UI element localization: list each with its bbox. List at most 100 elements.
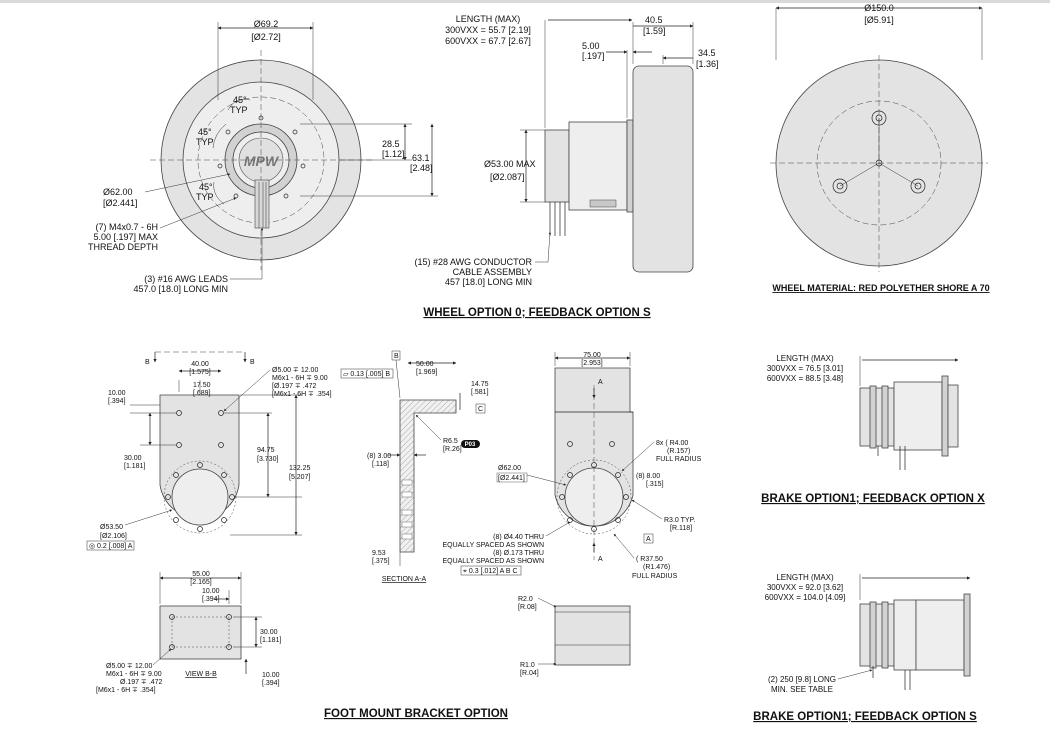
dim-label: 600VXX = 104.0 [4.09] [765,593,846,602]
dim-label: 75.00 [583,352,601,359]
mount-hole [292,129,298,135]
dim-label: [R.04] [520,670,539,677]
dim-label: [Ø2.441] [498,475,525,482]
lead-bundle [254,179,270,229]
dim-label: 40.5 [645,15,663,25]
radius-callout: R3.0 TYP. [664,517,695,524]
dim-label: LENGTH (MAX) [456,14,521,24]
dim-label: Ø62.00 [498,465,521,472]
datum-label: B [394,353,399,360]
dim-label: 30.00 [260,629,278,636]
section-a-a: B ⏥ 0.13 [.005] B 50.00 [1.969] 14.75 [.… [340,350,489,583]
hole-callout: Ø.197 ∓ .472 [120,679,163,686]
dim-label: 28.5 [382,139,400,149]
dim-label: [1.59] [643,26,666,36]
dim-label: 40.00 [191,361,209,368]
dim-label: [2.165] [190,579,211,586]
radius-callout: 8x ( R4.00 [656,440,688,447]
dim-label: [Ø2.72] [251,32,281,42]
bracket-bore [171,468,229,526]
hub-flange [626,119,634,213]
dim-label: LENGTH (MAX) [776,354,834,363]
dim-label: 63.1 [412,153,430,163]
thru-callout: (8) Ø.173 THRU [493,550,544,557]
datum-label: C [478,406,483,413]
bracket-side-view: 75.00 [2.953] A 8x ( R4.00 (R.157) FULL … [442,352,702,580]
radius-callout: ( R37.50 [636,556,663,563]
dim-label: [1.36] [696,59,719,69]
dim-label: 300VXX = 55.7 [2.19] [445,25,531,35]
thru-callout: EQUALLY SPACED AS SHOWN [442,558,544,565]
brake-x-housing [893,381,943,451]
brake-x-view: LENGTH (MAX) 300VXX = 76.5 [3.01] 600VXX… [767,354,959,470]
dim-label: 10.00 [202,588,220,595]
section-title: SECTION A-A [382,576,427,583]
dim-label: 10.00 [108,390,126,397]
section-marker: A [598,556,603,563]
dim-label: [R.08] [518,604,537,611]
wheel-material-note: WHEEL MATERIAL: RED POLYETHER SHORE A 70 [772,283,989,293]
dim-label: [.394] [262,680,280,687]
radius-callout: (R.157) [667,448,690,455]
dim-label: (8) 3.00 [367,453,391,460]
dim-label: [Ø2.106] [100,533,127,540]
section-title-wheel: WHEEL OPTION 0; FEEDBACK OPTION S [423,307,651,319]
dim-label: [1.181] [260,637,281,644]
dim-label: [R.26] [443,446,462,453]
dim-label: Ø53.00 MAX [484,159,536,169]
dim-label: 30.00 [124,455,142,462]
wheel-view: Ø150.0 [Ø5.91] [770,3,988,272]
dim-label: [Ø2.087] [490,172,525,182]
dim-label: [2.953] [581,360,602,367]
datum-label: A [646,536,651,543]
dim-label: R2.0 [518,596,533,603]
dim-label: [.394] [202,596,220,603]
dim-label: 600VXX = 67.7 [2.67] [445,36,531,46]
radius-callout: FULL RADIUS [632,573,678,580]
position-tolerance-frame: ⌖ 0.3 [.012] A B C [463,568,518,575]
dim-label: [.197] [582,51,605,61]
dim-label: 14.75 [471,381,489,388]
dim-label: 300VXX = 76.5 [3.01] [767,364,843,373]
dim-label: [.581] [471,389,489,396]
mount-hole [300,163,306,169]
view-title: VIEW B-B [185,671,217,678]
cable-callout: CABLE ASSEMBLY [453,267,532,277]
side-view: LENGTH (MAX) 300VXX = 55.7 [2.19] 600VXX… [414,14,718,287]
mount-hole [217,163,223,169]
cable-callout: 457 [18.0] LONG MIN [445,277,532,287]
angle-label: TYP [230,105,248,115]
brake-s-view: LENGTH (MAX) 300VXX = 92.0 [3.62] 600VXX… [765,573,971,694]
dim-label: 55.00 [192,571,210,578]
dim-label: R1.0 [520,662,535,669]
mount-hole [225,129,231,135]
flatness-frame: ⏥ 0.13 [.005] B [343,371,390,378]
dim-label: 132.25 [289,465,311,472]
radius-callout: FULL RADIUS [656,456,702,463]
bracket-foot [159,605,242,660]
view-marker: B [145,359,150,366]
dim-label: LENGTH (MAX) [776,573,834,582]
angle-label: TYP [196,137,214,147]
dim-label: Ø53.50 [100,524,123,531]
radius-callout: (R1.476) [643,564,670,571]
dim-label: 17.50 [193,382,211,389]
hole-callout: Ø5.00 ∓ 12.00 [106,663,152,670]
dim-label: [1.575] [189,369,210,376]
dim-label: R6.5 [443,438,458,445]
brake-s-back [859,603,895,667]
mpw-logo: MPW [244,153,280,169]
tolerance-frame: ◎ 0.2 [.008] A [89,543,133,550]
thread-callout: (7) M4x0.7 - 6H [95,222,158,232]
hole-callout: M6x1 - 6H ∓ 9.00 [272,375,328,382]
view-marker: B [250,359,255,366]
thru-callout: EQUALLY SPACED AS SHOWN [442,542,544,549]
section-title-brake-s: BRAKE OPTION1; FEEDBACK OPTION S [753,711,977,723]
cable-callout: (15) #28 AWG CONDUCTOR [414,257,532,267]
brake-s-flange [963,593,971,677]
dim-label: 600VXX = 88.5 [3.48] [767,374,843,383]
lead-callout: MIN. SEE TABLE [771,685,833,694]
lead-callout: (3) #16 AWG LEADS [144,274,228,284]
